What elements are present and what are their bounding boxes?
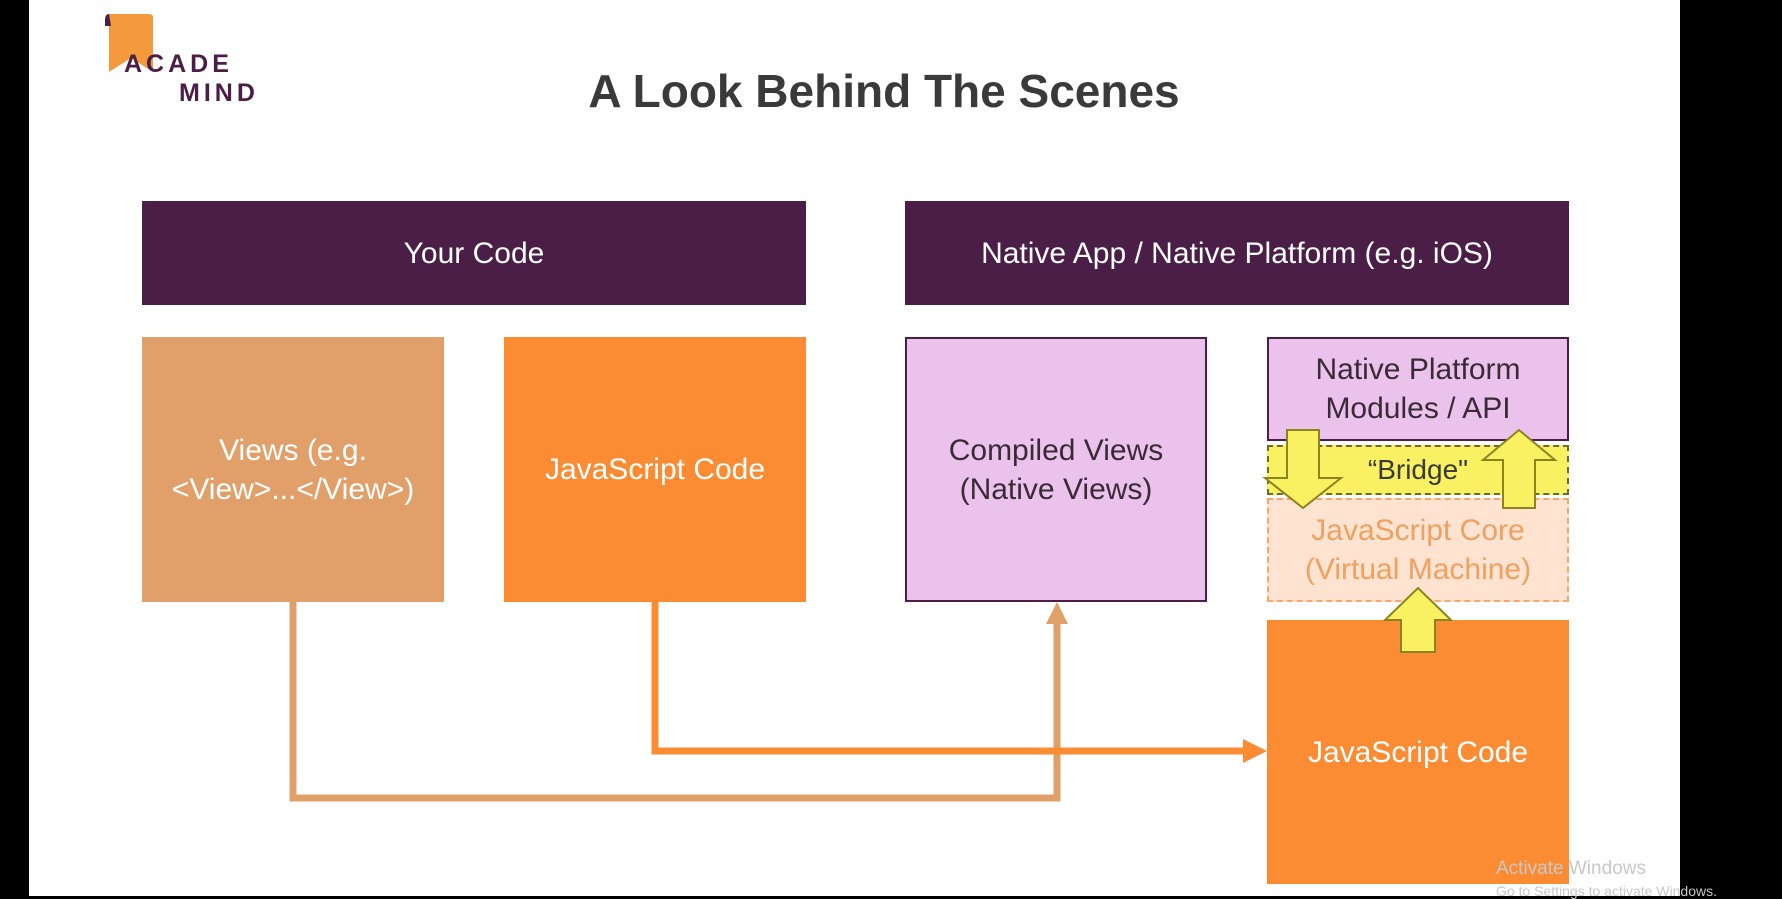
logo-text-acade: ACADE <box>124 50 233 78</box>
activate-windows-watermark: Activate Windows <box>1496 858 1646 879</box>
javascript-core-box: JavaScript Core (Virtual Machine) <box>1267 498 1569 602</box>
views-box: Views (e.g. <View>...</View>) <box>142 337 444 602</box>
page-title: A Look Behind The Scenes <box>588 65 1180 117</box>
javascript-code-native-box: JavaScript Code <box>1267 620 1569 884</box>
views-to-compiled-connector <box>289 602 1061 802</box>
arrow-right-js-icon <box>1243 739 1267 763</box>
your-code-header: Your Code <box>142 201 806 305</box>
arrow-up-compiled-icon <box>1046 602 1068 624</box>
compiled-views-box: Compiled Views (Native Views) <box>905 337 1207 602</box>
native-modules-box: Native Platform Modules / API <box>1267 337 1569 441</box>
academind-logo <box>105 14 153 72</box>
activate-windows-subtext: Go to Settings to activate Windows. <box>1496 883 1717 899</box>
js-to-native-connector <box>651 602 1247 755</box>
slide: ACADE MIND A Look Behind The Scenes Your… <box>29 0 1680 896</box>
bridge-box: “Bridge" <box>1267 445 1569 495</box>
native-platform-header: Native App / Native Platform (e.g. iOS) <box>905 201 1569 305</box>
logo-text-mind: MIND <box>179 79 259 107</box>
javascript-code-box: JavaScript Code <box>504 337 806 602</box>
logo-banner-icon <box>109 14 153 72</box>
